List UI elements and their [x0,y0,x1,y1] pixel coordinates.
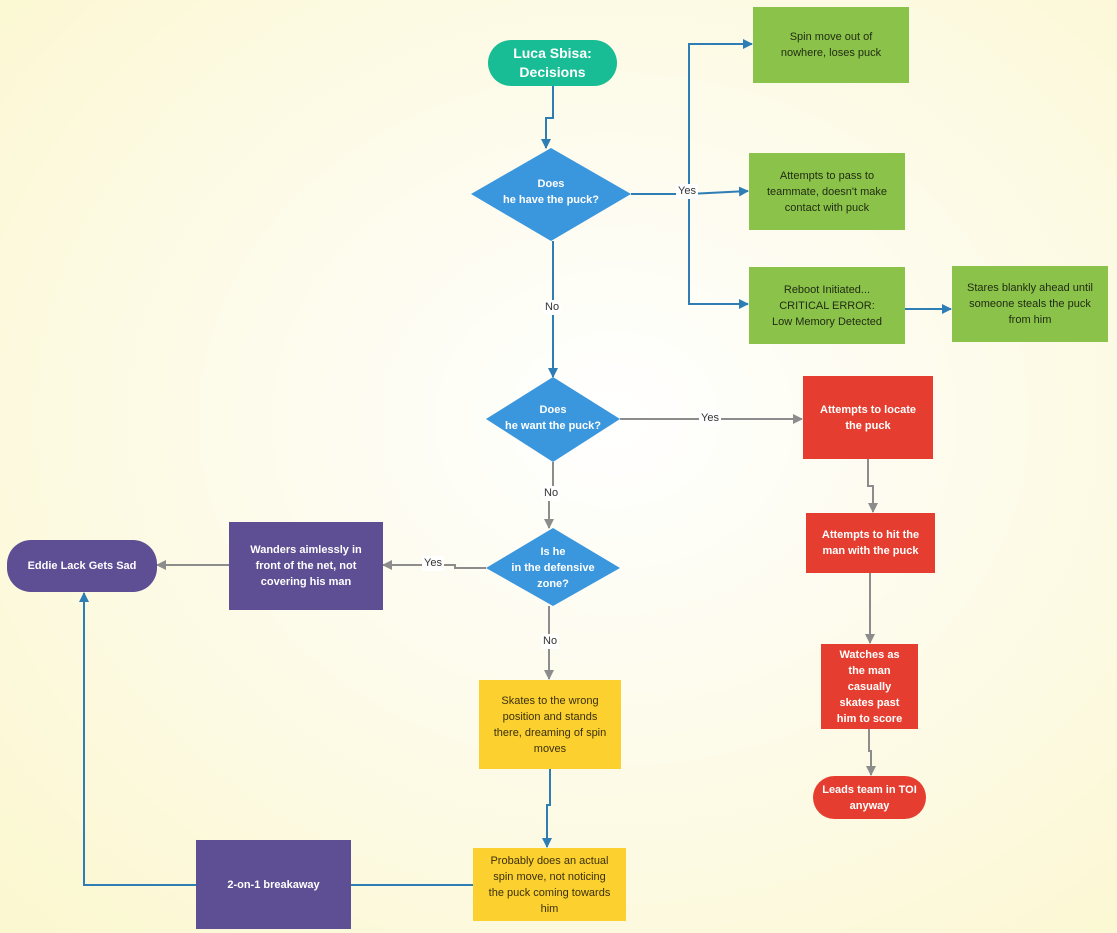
decision-has-puck[interactable] [471,148,631,241]
connector-yellow1-yellow2 [542,769,552,848]
connector-q1-green3 [688,194,749,309]
outcome-reboot-error[interactable]: Reboot Initiated... CRITICAL ERROR: Low … [749,267,905,344]
label-no-wants-puck: No [542,486,561,501]
action-hit-man[interactable]: Attempts to hit the man with the puck [806,513,935,573]
label-no-defensive: No [541,634,560,649]
connector-breakaway-eddie [79,592,196,886]
label-no-has-puck: No [543,300,562,315]
connector-q1-green2 [688,186,749,197]
start-terminal[interactable]: Luca Sbisa: Decisions [488,40,617,86]
connector-red3-red4 [866,729,876,776]
connector-q1-green1 [631,39,753,195]
connector-red1-red2 [867,459,878,513]
connector-start-q1 [541,86,554,149]
label-yes-has-puck: Yes [676,184,698,199]
terminal-eddie-lack-sad[interactable]: Eddie Lack Gets Sad [7,540,157,592]
label-yes-defensive: Yes [422,556,444,571]
action-wanders-aimlessly[interactable]: Wanders aimlessly in front of the net, n… [229,522,383,610]
outcome-stares-blankly[interactable]: Stares blankly ahead until someone steal… [952,266,1108,342]
outcome-pass-miss[interactable]: Attempts to pass to teammate, doesn't ma… [749,153,905,230]
decision-wants-puck[interactable] [486,377,620,462]
action-wrong-position[interactable]: Skates to the wrong position and stands … [479,680,621,769]
action-actual-spin-move[interactable]: Probably does an actual spin move, not n… [473,848,626,921]
decision-defensive-zone[interactable] [486,528,620,606]
label-yes-wants-puck: Yes [699,411,721,426]
terminal-leads-toi[interactable]: Leads team in TOI anyway [813,776,926,819]
action-2on1-breakaway[interactable]: 2-on-1 breakaway [196,840,351,929]
outcome-spin-loses-puck[interactable]: Spin move out of nowhere, loses puck [753,7,909,83]
action-watches-score[interactable]: Watches as the man casually skates past … [821,644,918,729]
action-locate-puck[interactable]: Attempts to locate the puck [803,376,933,459]
connector-q3-purple1 [382,560,486,570]
